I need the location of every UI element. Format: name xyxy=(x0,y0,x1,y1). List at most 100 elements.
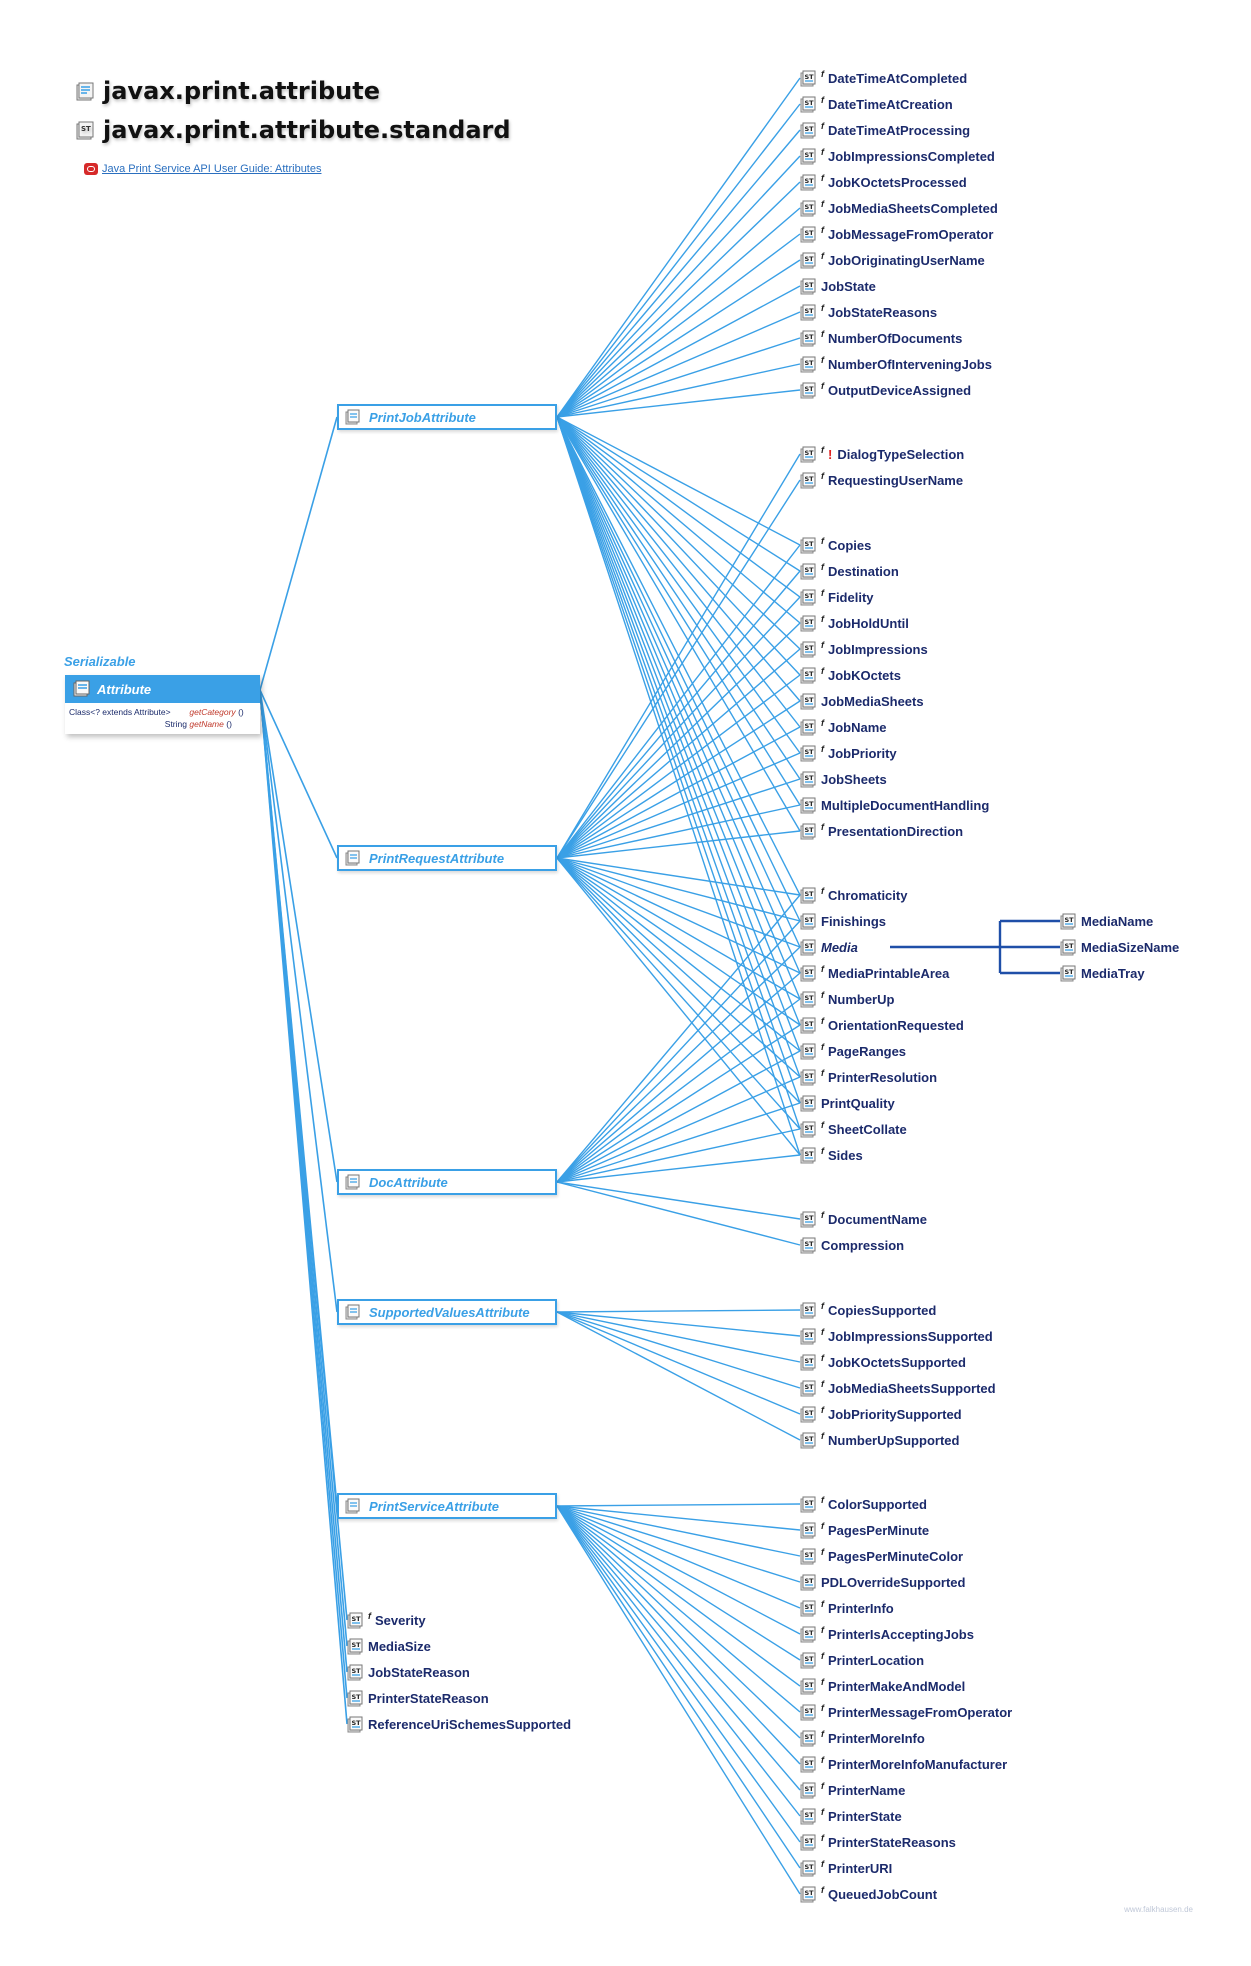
class-icon: ST xyxy=(800,797,817,814)
class-name: PresentationDirection xyxy=(828,823,964,839)
inheritance-edge xyxy=(556,416,801,728)
interface-box[interactable]: DocAttribute xyxy=(337,1169,557,1195)
interface-box[interactable]: PrintRequestAttribute xyxy=(337,845,557,871)
oracle-icon xyxy=(84,163,98,176)
class-name: PrinterMoreInfo xyxy=(828,1730,925,1746)
svg-text:ST: ST xyxy=(805,385,815,393)
interface-box[interactable]: SupportedValuesAttribute xyxy=(337,1299,557,1325)
class-name: PrinterResolution xyxy=(828,1069,938,1085)
package-icon xyxy=(76,82,94,101)
inheritance-edge xyxy=(556,1102,801,1183)
attribute-root-box[interactable]: Attribute Class<? extends Attribute> get… xyxy=(65,675,260,734)
package-icon: ST xyxy=(76,121,94,140)
class-icon: ST xyxy=(800,1095,817,1112)
class-name: PrinterMessageFromOperator xyxy=(828,1704,1013,1720)
svg-text:ST: ST xyxy=(1065,942,1075,950)
interface-box[interactable]: PrintServiceAttribute xyxy=(337,1493,557,1519)
inheritance-edge xyxy=(556,857,801,1000)
svg-text:ST: ST xyxy=(805,540,815,548)
inheritance-edge xyxy=(556,337,801,418)
svg-text:ST: ST xyxy=(805,1214,815,1222)
svg-text:ST: ST xyxy=(805,1759,815,1767)
class-name: CopiesSupported xyxy=(828,1302,937,1318)
class-icon: ST xyxy=(1060,939,1077,956)
interface-box[interactable]: PrintJobAttribute xyxy=(337,404,557,430)
guide-link[interactable]: Java Print Service API User Guide: Attri… xyxy=(102,163,322,175)
class-icon: ST xyxy=(800,1678,817,1695)
inheritance-edge xyxy=(556,726,801,859)
inheritance-edge xyxy=(556,416,801,832)
